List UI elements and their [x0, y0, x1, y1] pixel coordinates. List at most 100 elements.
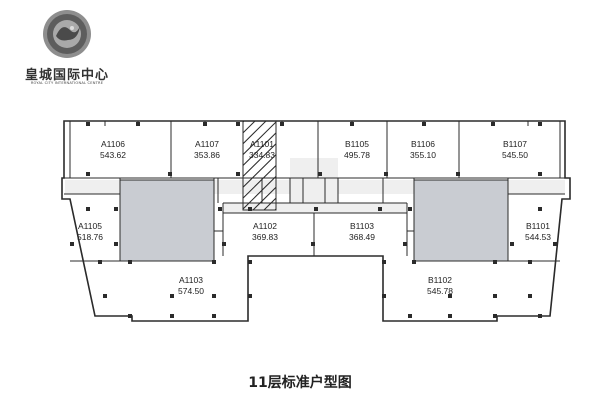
unit-code: B1103 [350, 221, 374, 231]
structural-column [170, 294, 174, 298]
structural-column [86, 172, 90, 176]
structural-column [448, 314, 452, 318]
unit-area: 545.78 [427, 286, 453, 296]
unit-area: 544.53 [525, 232, 551, 242]
partition-walls [64, 121, 565, 262]
structural-column [86, 207, 90, 211]
unit-code: A1107 [195, 139, 219, 149]
hatch-line [252, 186, 276, 210]
structural-column [86, 122, 90, 126]
unit-area: 369.83 [252, 232, 278, 242]
structural-column [553, 242, 557, 246]
structural-column [408, 314, 412, 318]
structural-column [170, 314, 174, 318]
structural-column [318, 172, 322, 176]
structural-column [248, 260, 252, 264]
structural-column [493, 314, 497, 318]
structural-column [311, 242, 315, 246]
unit-area: 518.76 [77, 232, 103, 242]
structural-column [128, 260, 132, 264]
structural-column [528, 294, 532, 298]
structural-column [212, 260, 216, 264]
dragon-emblem-icon [43, 10, 91, 58]
unit-code: A1103 [179, 275, 203, 285]
unit-code: A1105 [78, 221, 102, 231]
unit-area: 543.62 [100, 150, 126, 160]
hatch-line [243, 175, 276, 210]
structural-column [422, 122, 426, 126]
unit-code: B1102 [428, 275, 452, 285]
hatch-line [243, 121, 276, 156]
structural-column [493, 294, 497, 298]
structural-column [384, 172, 388, 176]
structural-column [412, 260, 416, 264]
hatch-line [330, 121, 420, 210]
structural-column [248, 207, 252, 211]
structural-column [168, 172, 172, 176]
brand-name-cn: 皇城国际中心 [24, 68, 109, 83]
unit-code: B1101 [526, 221, 550, 231]
brand-name-en: ROYAL CITY INTERNATIONAL CENTRE [30, 81, 104, 85]
structural-column [136, 122, 140, 126]
structural-column [538, 314, 542, 318]
unit-area: 574.50 [178, 286, 204, 296]
structural-column [98, 260, 102, 264]
unit-area: 334.83 [249, 150, 275, 160]
unit-code: B1107 [503, 139, 527, 149]
structural-column [212, 294, 216, 298]
structural-column [493, 260, 497, 264]
structural-column [236, 122, 240, 126]
structural-column [350, 122, 354, 126]
corridor-center [290, 158, 338, 208]
structural-column [212, 314, 216, 318]
unit-area: 368.49 [349, 232, 375, 242]
structural-column [491, 122, 495, 126]
unit-area: 545.50 [502, 150, 528, 160]
plan-caption: 11层标准户型图 [248, 375, 352, 391]
hatch-line [243, 121, 267, 145]
unit-code: B1106 [411, 139, 435, 149]
outer-wall [61, 120, 571, 322]
structural-column [528, 260, 532, 264]
structural-column [403, 242, 407, 246]
structural-column [248, 294, 252, 298]
structural-column [128, 314, 132, 318]
walls [61, 120, 571, 322]
hatch-line [243, 164, 276, 199]
unit-code: A1101 [250, 139, 274, 149]
structural-column [538, 207, 542, 211]
structural-column [378, 207, 382, 211]
structural-column [314, 207, 318, 211]
unit-code: A1106 [101, 139, 125, 149]
structural-column [70, 242, 74, 246]
structural-column [408, 207, 412, 211]
unit-code: A1102 [253, 221, 277, 231]
unit-area: 353.86 [194, 150, 220, 160]
structural-column [538, 122, 542, 126]
inner-wall [69, 121, 563, 317]
unit-labels: A1106543.62A1107353.86A1101334.83B110549… [77, 139, 551, 296]
structural-column [114, 207, 118, 211]
structural-column [218, 207, 222, 211]
structural-column [510, 242, 514, 246]
structural-column [382, 260, 386, 264]
hatch-line [243, 132, 276, 167]
core-right [413, 179, 509, 262]
structural-column [538, 172, 542, 176]
structural-column [280, 122, 284, 126]
structural-column [203, 122, 207, 126]
hatch-line [243, 153, 276, 188]
structural-column [448, 294, 452, 298]
structural-column [114, 242, 118, 246]
core-left [119, 179, 215, 262]
stair-outline [242, 120, 277, 211]
